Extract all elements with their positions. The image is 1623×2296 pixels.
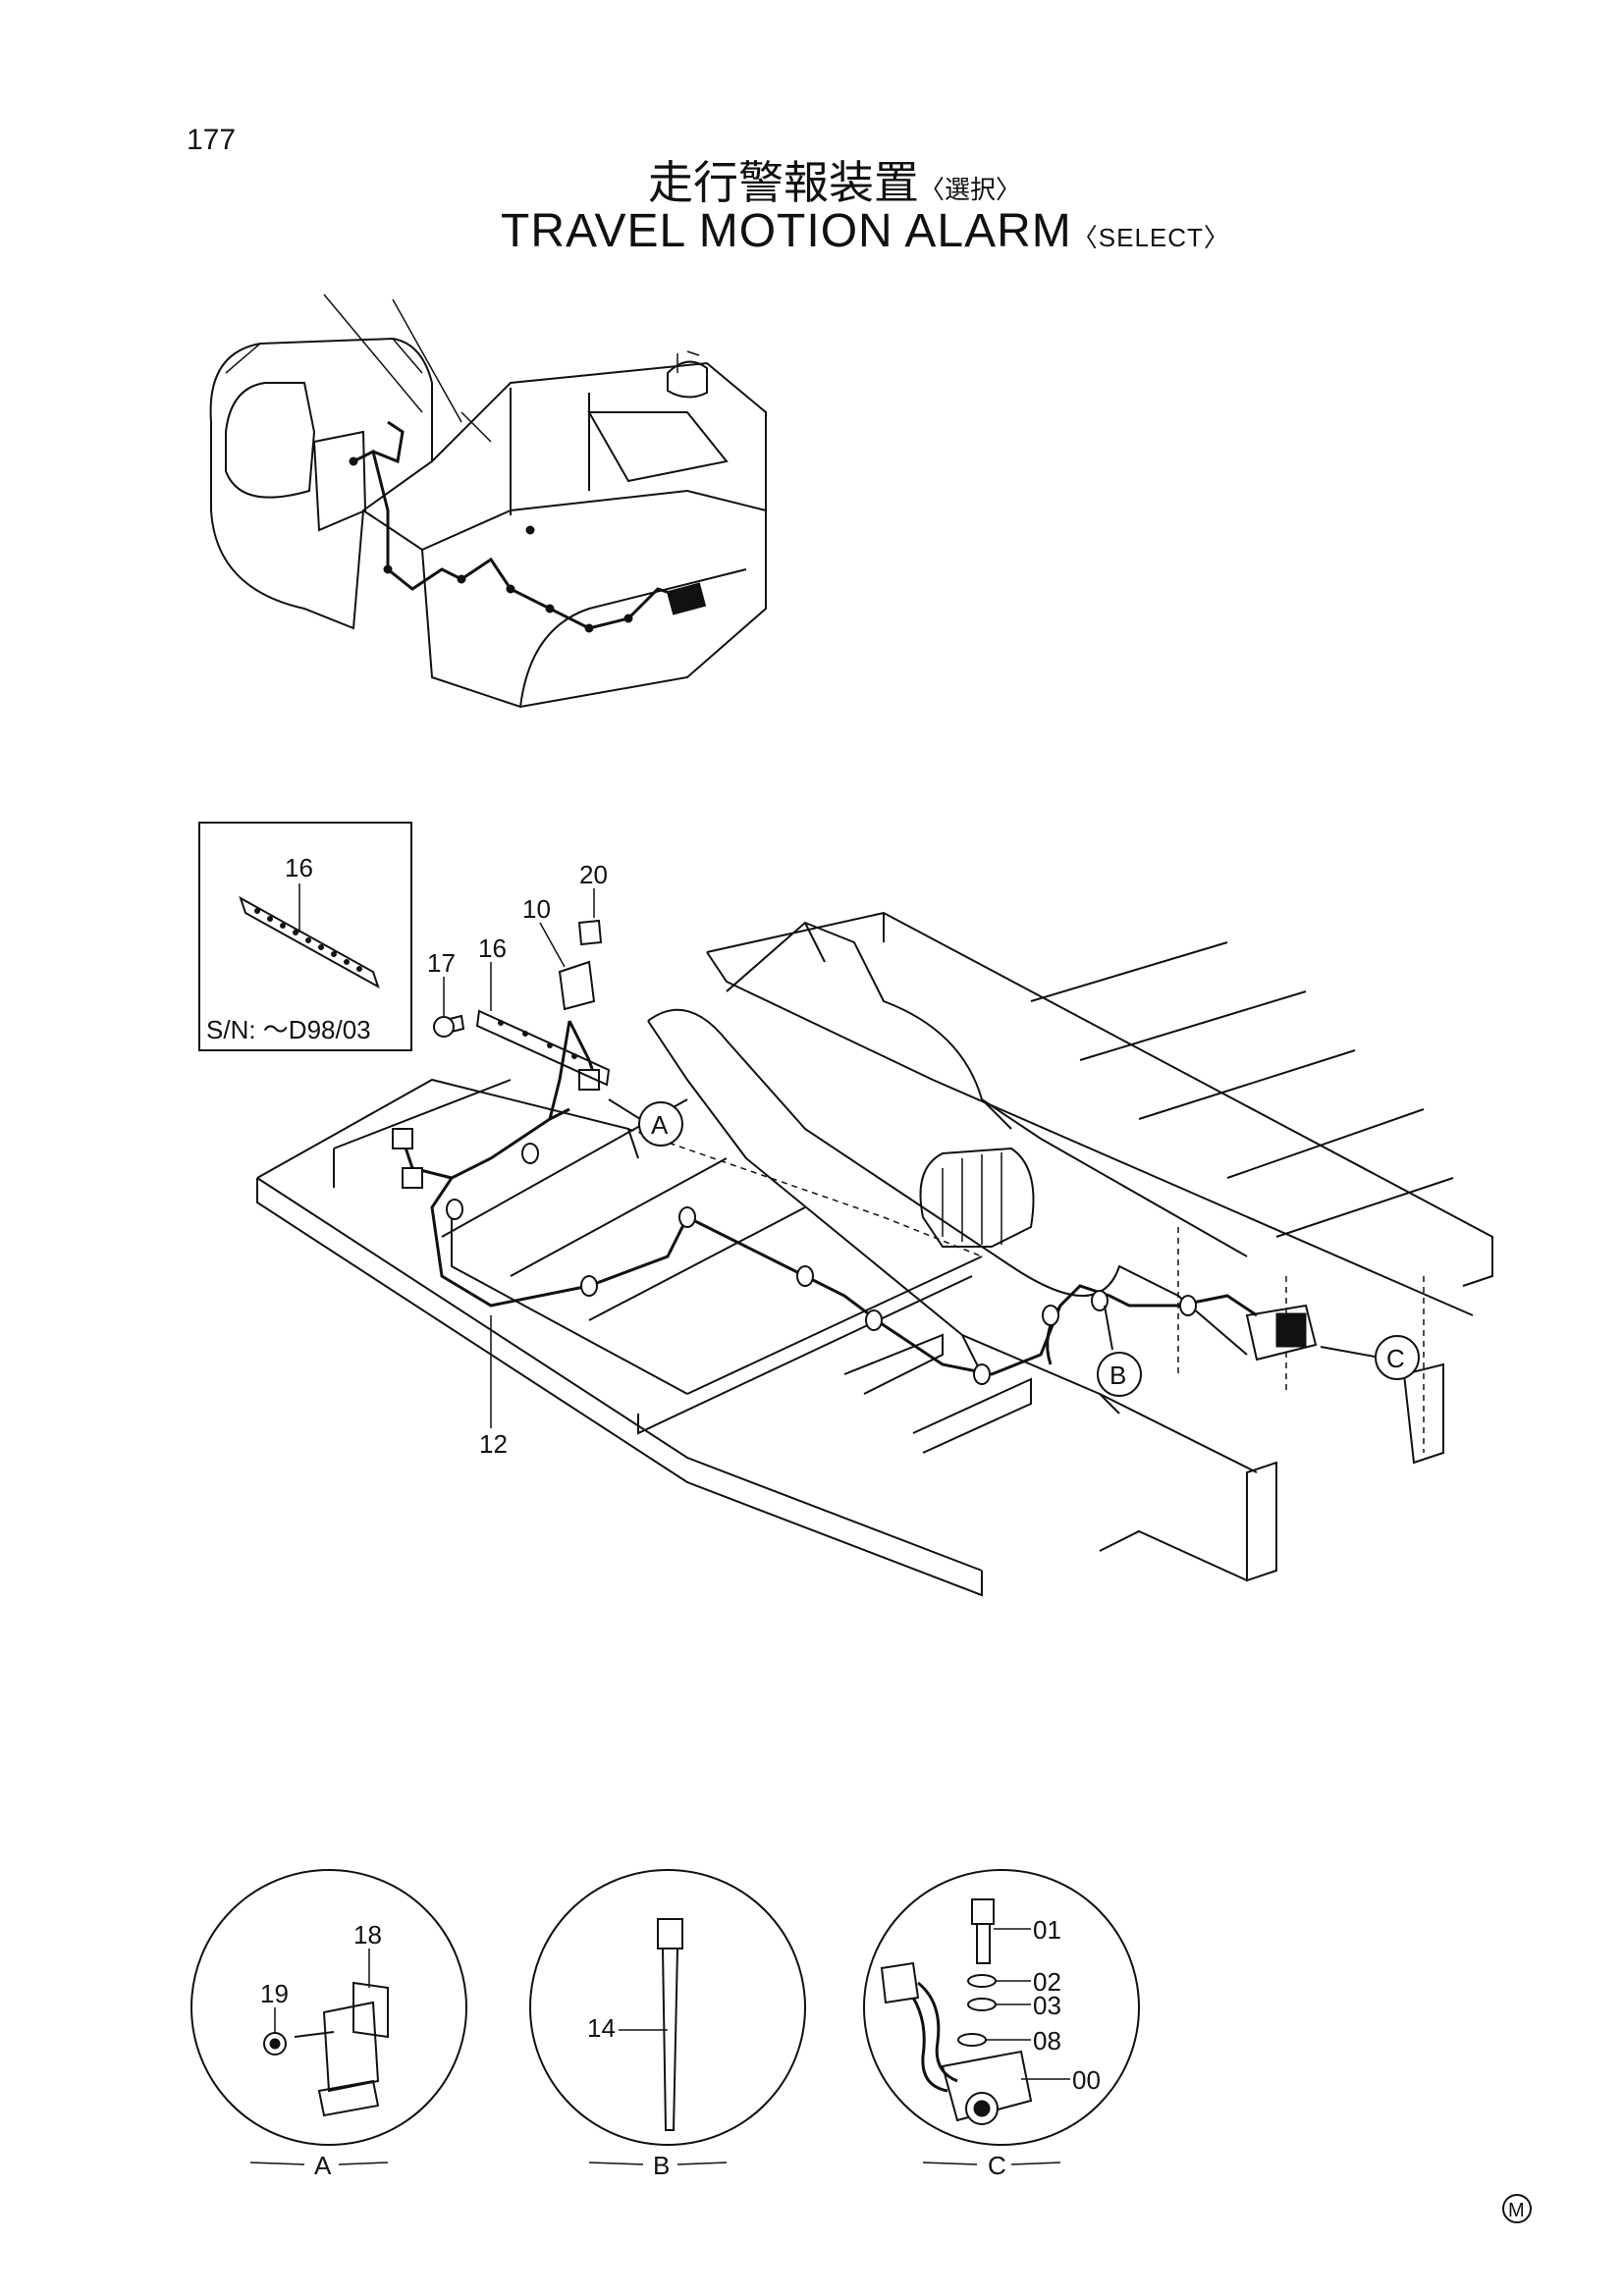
- detail-b-label: B: [653, 2151, 670, 2180]
- detail-c: C 01 02 03 08 00: [863, 1869, 1140, 2180]
- callout-b-label: B: [1109, 1361, 1126, 1390]
- detail-c-part-02: 02: [1033, 1967, 1061, 1997]
- corner-mark: M: [1502, 2194, 1532, 2223]
- callout-b: B: [1097, 1305, 1142, 1397]
- corner-mark-letter: M: [1508, 2200, 1525, 2221]
- inset-box: 16 S/N: ～D98/03: [198, 822, 412, 1051]
- label-17: 17: [427, 948, 456, 978]
- label-12: 12: [479, 1429, 508, 1459]
- detail-a-part-18: 18: [353, 1920, 382, 1949]
- callout-a: A: [608, 1098, 683, 1147]
- label-10: 10: [522, 894, 551, 924]
- callout-c-label: C: [1386, 1344, 1405, 1373]
- page-title-japanese: 走行警報装置〈選択〉: [648, 147, 1021, 212]
- detail-b: B 14: [529, 1869, 806, 2180]
- title-en-sub: 〈SELECT〉: [1071, 223, 1230, 252]
- callout-c: C: [1320, 1335, 1420, 1380]
- label-20: 20: [579, 860, 608, 889]
- label-16: 16: [478, 934, 507, 963]
- detail-a-label: A: [314, 2151, 332, 2180]
- detail-c-part-00: 00: [1072, 2065, 1101, 2095]
- wire-harness: [392, 919, 1258, 1385]
- detail-c-part-03: 03: [1033, 1991, 1061, 2020]
- detail-c-part-01: 01: [1033, 1915, 1061, 1945]
- detail-c-part-08: 08: [1033, 2026, 1061, 2056]
- inset-part-label: 16: [285, 853, 313, 882]
- callout-a-label: A: [651, 1110, 669, 1140]
- title-jp-sub: 〈選択〉: [919, 176, 1022, 205]
- page-number: 177: [187, 124, 237, 156]
- undercarriage-frame: [256, 911, 1493, 1597]
- detail-c-label: C: [988, 2151, 1006, 2180]
- page-title: TRAVEL MOTION ALARM〈SELECT〉: [501, 204, 1230, 258]
- detail-b-part-14: 14: [587, 2013, 616, 2043]
- main-part-labels: 20 10 17 16 12: [427, 860, 608, 1459]
- inset-serial: S/N: ～D98/03: [206, 1015, 371, 1044]
- detail-a: A 18 19: [190, 1869, 467, 2180]
- excavator-overview: [209, 294, 767, 709]
- title-jp-main: 走行警報装置: [648, 156, 919, 209]
- detail-a-part-19: 19: [260, 1979, 289, 2008]
- title-en-main: TRAVEL MOTION ALARM: [501, 205, 1072, 257]
